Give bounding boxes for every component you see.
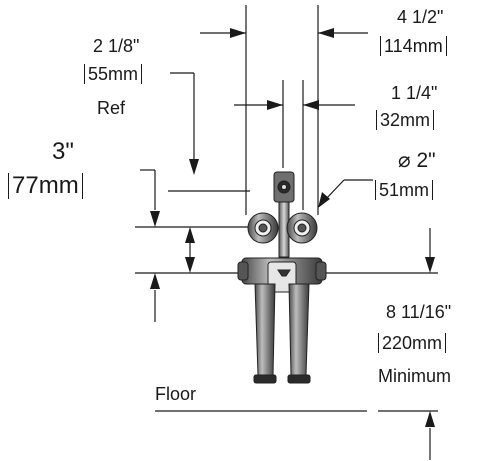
floor-label: Floor [155,384,197,404]
width-mm: 114mm [380,36,447,56]
center-mm-text: 55mm [84,64,143,84]
spout-gap-label: 1 1/4" [391,83,438,103]
height-label: 8 11/16" [386,302,452,322]
diameter-mm: 51mm [375,180,434,200]
height-note: Minimum [378,366,452,386]
spout-gap-mm-text: 32mm [376,110,435,130]
spout-gap-mm: 32mm [376,110,435,130]
diameter-label: ⌀ 2" [398,149,436,172]
center-note: Ref [97,98,126,118]
width-mm-text: 114mm [380,36,447,56]
height-mm-text: 220mm [378,333,447,353]
center-label: 2 1/8" [93,36,140,56]
offset-label: 3" [52,138,74,165]
height-mm: 220mm [378,333,447,353]
offset-mm-text: 77mm [8,173,83,199]
offset-mm: 77mm [8,173,83,199]
center-mm: 55mm [84,64,143,84]
width-label: 4 1/2" [397,7,444,27]
diameter-mm-text: 51mm [375,180,434,200]
